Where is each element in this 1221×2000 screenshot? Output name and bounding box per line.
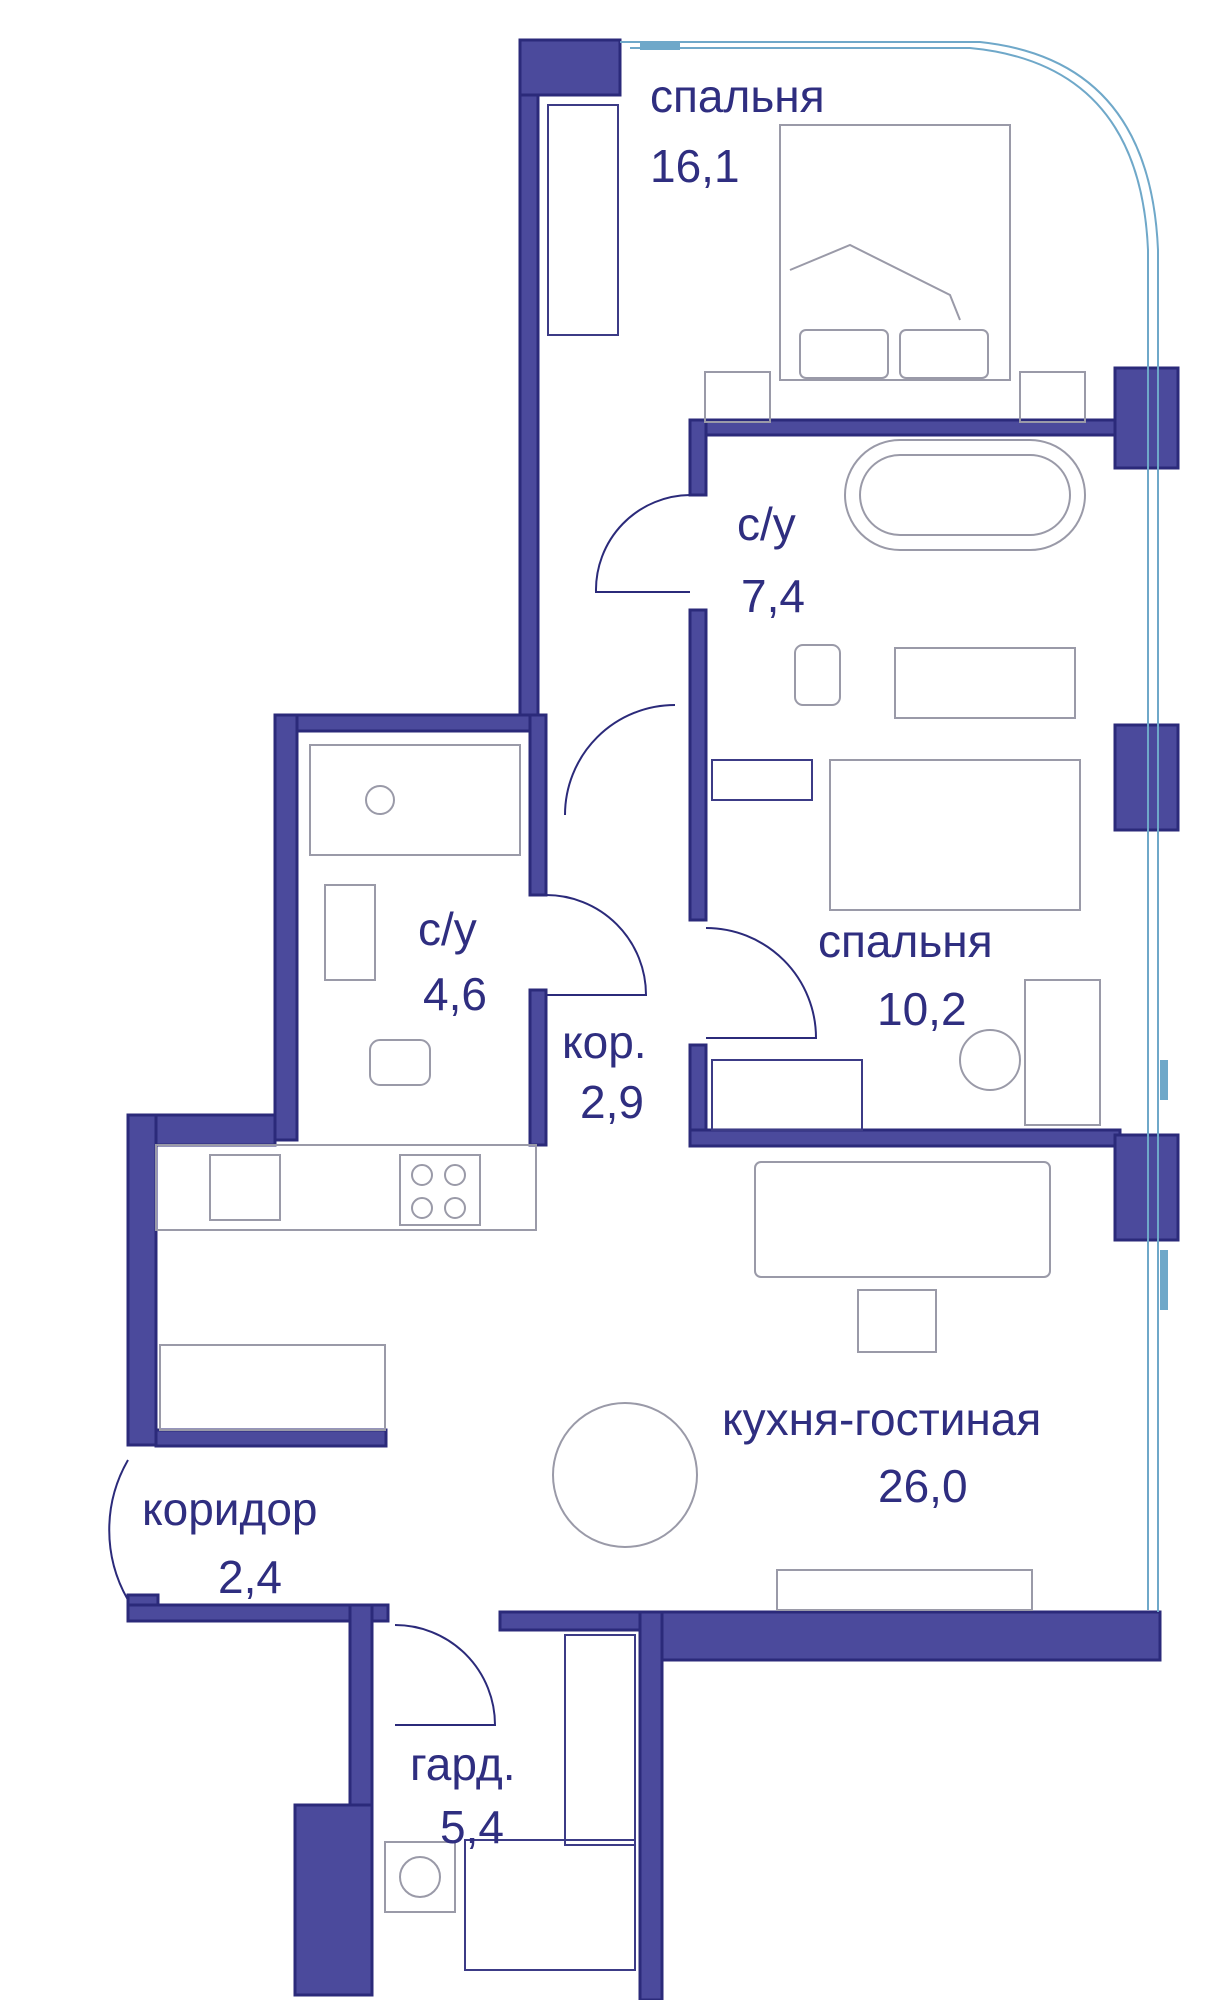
- sofa: [754, 1161, 1051, 1278]
- toilet-bath2: [369, 1039, 431, 1086]
- wall-wardrobe-east: [638, 1610, 664, 2000]
- wall-corridor-south: [126, 1603, 390, 1623]
- window-east-facade-inner: [630, 47, 1149, 1610]
- cooktop: [399, 1154, 481, 1226]
- door-bath2: [545, 894, 648, 996]
- room-name-bedroom-1: спальня: [650, 70, 825, 122]
- bed-single: [829, 759, 1081, 911]
- window-vent-2: [1160, 1060, 1168, 1100]
- door-bath1: [594, 494, 691, 593]
- room-area-wardrobe: 5,4: [440, 1801, 504, 1853]
- wardrobe-bedroom2-bottom: [711, 1059, 863, 1131]
- windows: [620, 41, 1168, 1612]
- nightstand-right: [1019, 371, 1086, 423]
- kitchen-counter: [155, 1144, 537, 1231]
- sink-bath2: [324, 884, 376, 981]
- doors: [108, 494, 818, 1726]
- door-entrance: [108, 1459, 129, 1601]
- desk-chair: [959, 1029, 1021, 1091]
- washing-machine: [384, 1841, 456, 1913]
- wall-bath2-north: [273, 713, 539, 733]
- window-vent: [640, 42, 680, 50]
- pillow-left: [799, 329, 889, 379]
- wall-bath2-west: [273, 713, 299, 1142]
- room-labels: спальня 16,1 с/у 7,4 с/у 4,6 кор. 2,9 сп…: [142, 70, 1041, 1853]
- room-area-bedroom-2: 10,2: [877, 983, 967, 1035]
- shower: [309, 744, 521, 856]
- desk: [1024, 979, 1101, 1126]
- wardrobe-rack: [464, 1839, 636, 1971]
- wall-bottom-west: [293, 1803, 374, 1997]
- room-name-corridor-small: кор.: [562, 1016, 647, 1068]
- wardrobe-shelves: [564, 1634, 636, 1846]
- toilet-bath1: [794, 644, 841, 706]
- room-name-wardrobe: гард.: [410, 1738, 516, 1790]
- pillow-right: [899, 329, 989, 379]
- wall-bedroom2-south: [688, 1128, 1122, 1148]
- bathtub: [844, 439, 1086, 551]
- room-name-corridor: коридор: [142, 1483, 318, 1535]
- door-corridor: [564, 704, 676, 816]
- bed-blanket: [789, 243, 961, 321]
- room-area-bedroom-1: 16,1: [650, 140, 740, 192]
- door-wardrobe: [394, 1624, 497, 1726]
- room-name-bathroom-1: с/у: [737, 498, 796, 550]
- room-area-bathroom-2: 4,6: [423, 968, 487, 1020]
- room-area-corridor: 2,4: [218, 1551, 282, 1603]
- nightstand-left: [704, 371, 771, 423]
- room-name-bedroom-2: спальня: [818, 915, 993, 967]
- bathtub-inner: [859, 454, 1071, 536]
- wall-bath2-east-upper: [528, 713, 548, 897]
- coffee-table: [857, 1289, 937, 1353]
- wall-column-east-3: [1113, 1133, 1180, 1242]
- wall-bath1-nw: [688, 418, 708, 497]
- wall-bedroom1-west: [518, 93, 540, 717]
- shower-drain: [365, 785, 395, 815]
- wardrobe-bedroom2-top: [711, 759, 813, 801]
- kitchen-cabinets: [159, 1344, 386, 1431]
- wall-kitchen-corridor-divider: [154, 1428, 388, 1448]
- wall-top-column: [518, 38, 622, 97]
- wall-kitchen-west: [126, 1113, 158, 1447]
- room-area-corridor-small: 2,9: [580, 1076, 644, 1128]
- burner-1: [411, 1164, 433, 1186]
- wall-column-east-1: [1113, 366, 1180, 470]
- window-vent-3: [1160, 1250, 1168, 1310]
- walls: [126, 38, 1180, 2000]
- room-area-kitchen-living: 26,0: [878, 1460, 968, 1512]
- burner-2: [444, 1164, 466, 1186]
- window-east-facade: [620, 41, 1159, 1612]
- room-name-kitchen-living: кухня-гостиная: [722, 1393, 1041, 1445]
- wall-bath2-east-lower: [528, 988, 548, 1147]
- burner-4: [444, 1197, 466, 1219]
- furniture: [155, 104, 1101, 1971]
- double-sink: [894, 647, 1076, 719]
- wall-bedroom2-west-upper: [688, 608, 708, 922]
- tv-console: [776, 1569, 1033, 1611]
- burner-3: [411, 1197, 433, 1219]
- kitchen-sink: [209, 1154, 281, 1221]
- dining-table: [552, 1402, 698, 1548]
- wall-terrace-south: [660, 1610, 1162, 1662]
- bed-double: [779, 124, 1011, 381]
- wardrobe-bedroom1: [547, 104, 619, 336]
- wall-column-east-2: [1113, 723, 1180, 832]
- room-area-bathroom-1: 7,4: [741, 570, 805, 622]
- room-name-bathroom-2: с/у: [418, 903, 477, 955]
- door-bedroom2: [705, 927, 818, 1039]
- washer-drum: [399, 1856, 441, 1898]
